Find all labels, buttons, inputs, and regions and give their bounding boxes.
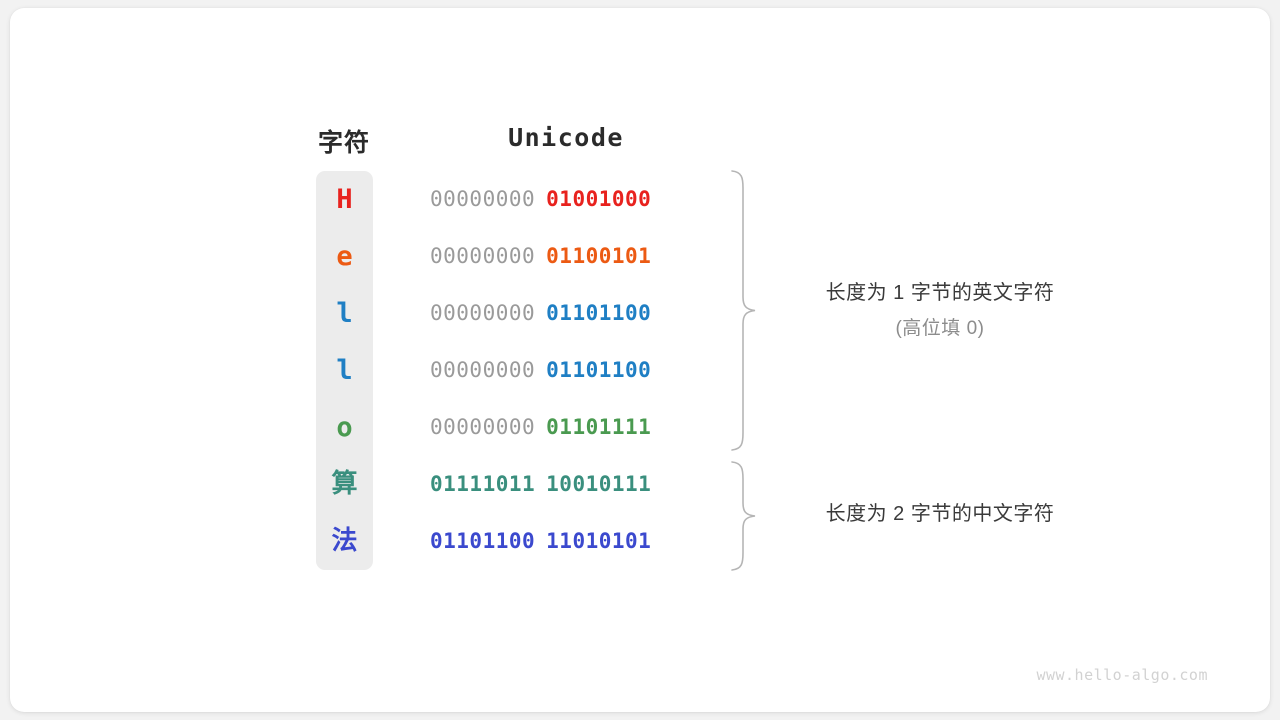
character-column-background <box>316 171 373 570</box>
character-cell: 法 <box>331 526 358 556</box>
character-cell: e <box>336 241 353 272</box>
annotation-cjk: 长度为 2 字节的中文字符 <box>770 497 1110 526</box>
high-byte: 00000000 <box>430 187 536 211</box>
column-header-character: 字符 <box>317 129 370 157</box>
column-header-unicode: Unicode <box>508 123 624 152</box>
low-byte: 01001000 <box>546 187 652 211</box>
annotation-ascii: 长度为 1 字节的英文字符 (高位填 0) <box>770 276 1110 340</box>
binary-row: 00000000 01100101 <box>430 228 710 285</box>
binary-row: 00000000 01101111 <box>430 399 710 456</box>
diagram-card: 字符 Unicode H 00000000 01001000 e 00000000 011… <box>10 8 1270 712</box>
high-byte: 00000000 <box>430 301 536 325</box>
high-byte: 00000000 <box>430 415 536 439</box>
annotation-ascii-main: 长度为 1 字节的英文字符 <box>825 282 1055 304</box>
low-byte: 11010101 <box>546 529 652 553</box>
binary-row: 00000000 01101100 <box>430 285 710 342</box>
low-byte: 01101100 <box>546 301 652 325</box>
low-byte: 01101100 <box>546 358 652 382</box>
low-byte: 01101111 <box>546 415 652 439</box>
high-byte: 00000000 <box>430 244 536 268</box>
watermark-url: www.hello-algo.com <box>1036 666 1208 684</box>
low-byte: 10010111 <box>546 472 652 496</box>
binary-row: 01111011 10010111 <box>430 456 710 513</box>
binary-row: 01101100 11010101 <box>430 513 710 570</box>
character-cell: 算 <box>331 469 358 499</box>
high-byte: 01101100 <box>430 529 536 553</box>
low-byte: 01100101 <box>546 244 652 268</box>
annotation-ascii-sub: (高位填 0) <box>895 318 985 339</box>
binary-row: 00000000 01001000 <box>430 171 710 228</box>
character-cell: l <box>336 355 353 386</box>
high-byte: 01111011 <box>430 472 536 496</box>
character-cell: o <box>336 412 353 443</box>
brace-cjk-group <box>731 461 756 571</box>
annotation-cjk-main: 长度为 2 字节的中文字符 <box>825 503 1055 525</box>
character-cell: l <box>336 298 353 329</box>
character-cell: H <box>336 184 353 215</box>
binary-row: 00000000 01101100 <box>430 342 710 399</box>
brace-ascii-group <box>731 170 756 451</box>
high-byte: 00000000 <box>430 358 536 382</box>
